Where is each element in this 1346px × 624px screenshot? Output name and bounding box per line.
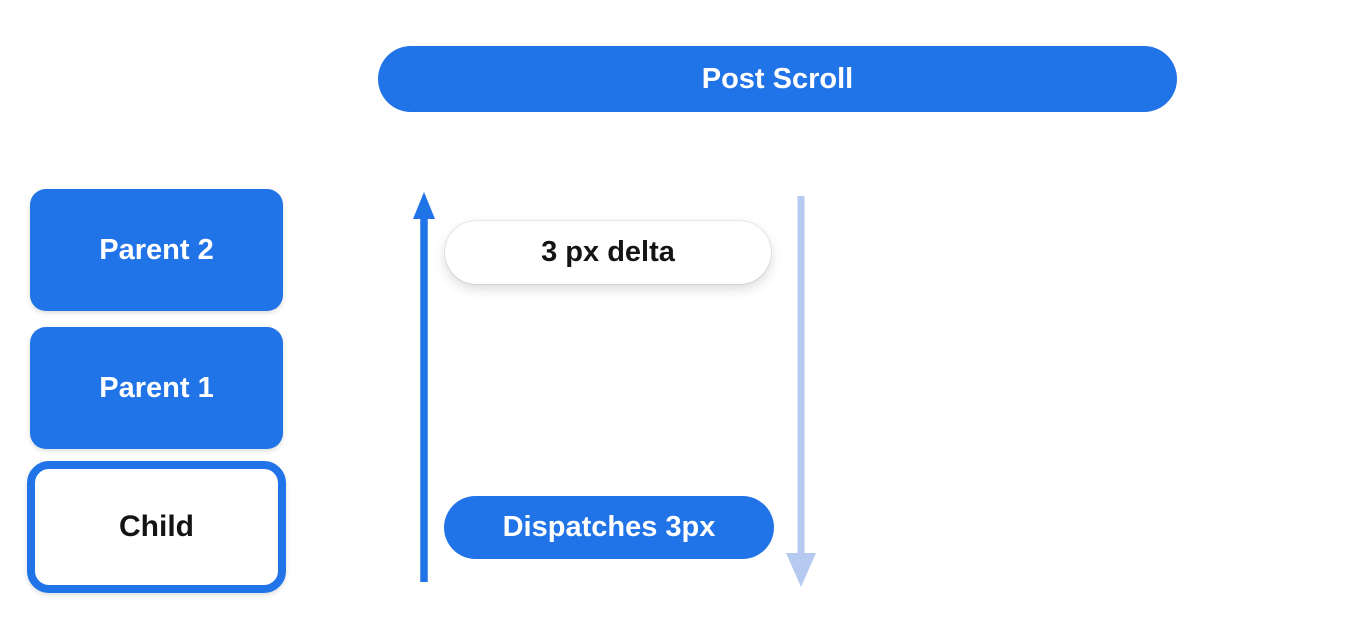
delta-pill: 3 px delta (445, 221, 771, 284)
arrow-down-icon (786, 196, 816, 587)
node-child-label: Child (119, 510, 194, 543)
arrow-up-icon (413, 192, 435, 582)
node-parent-1: Parent 1 (30, 327, 283, 449)
node-parent-1-label: Parent 1 (99, 371, 214, 404)
node-parent-2-label: Parent 2 (99, 233, 214, 266)
node-child: Child (27, 461, 286, 593)
dispatches-label: Dispatches 3px (502, 511, 716, 543)
dispatches-pill: Dispatches 3px (444, 496, 774, 559)
node-parent-2: Parent 2 (30, 189, 283, 311)
post-scroll-pill: Post Scroll (378, 46, 1177, 112)
post-scroll-label: Post Scroll (701, 62, 854, 95)
delta-label: 3 px delta (541, 236, 675, 268)
